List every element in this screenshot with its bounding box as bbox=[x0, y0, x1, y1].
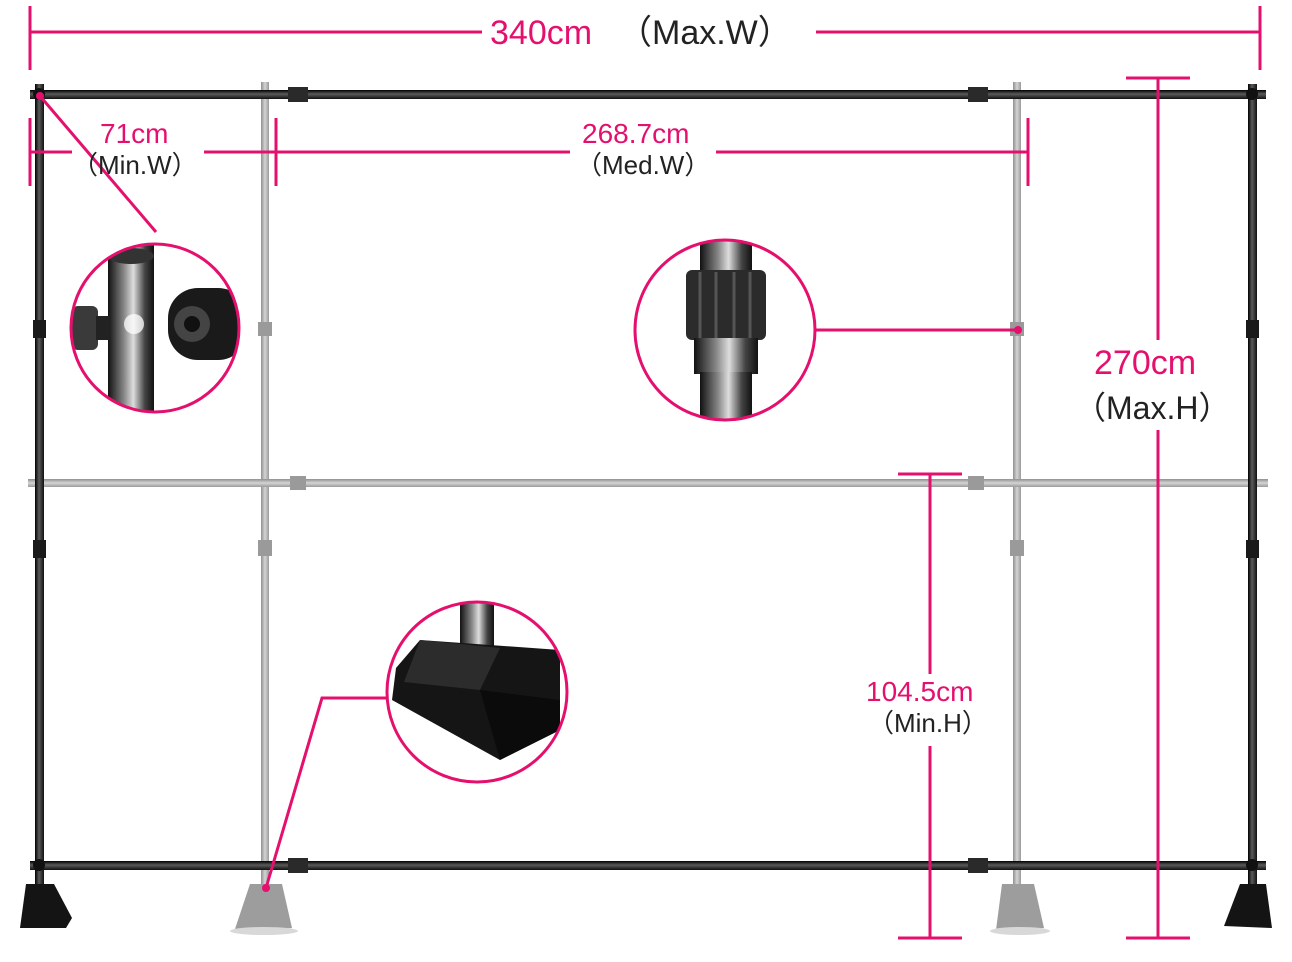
med-width-note: （Med.W） bbox=[576, 150, 711, 180]
max-frame-top-bar bbox=[30, 90, 1266, 99]
max-width-note: （Max.W） bbox=[618, 14, 792, 52]
max-frame-right-foot bbox=[1224, 884, 1272, 928]
max-frame-left-foot bbox=[20, 884, 72, 928]
max-frame-bottom-bar bbox=[30, 861, 1266, 870]
max-frame-left-upright bbox=[35, 84, 44, 890]
min-width-note: （Min.W） bbox=[72, 150, 198, 180]
min-frame-left-foot bbox=[234, 884, 292, 932]
min-height-note: （Min.H） bbox=[868, 708, 988, 738]
telescopic-lock-icon bbox=[633, 238, 817, 422]
min-frame bbox=[28, 82, 1268, 935]
max-height-value: 270cm bbox=[1094, 344, 1197, 382]
min-width-value: 71cm bbox=[100, 118, 169, 149]
max-frame bbox=[20, 84, 1272, 928]
max-width-value: 340cm bbox=[490, 14, 593, 52]
tube-clamp-knob-icon bbox=[69, 242, 241, 414]
max-height-note: （Max.H） bbox=[1074, 390, 1231, 426]
max-frame-right-upright bbox=[1248, 84, 1257, 890]
base-foot-icon bbox=[385, 600, 569, 784]
med-width-value: 268.7cm bbox=[582, 118, 690, 149]
min-height-value: 104.5cm bbox=[866, 676, 974, 707]
min-frame-crossbar bbox=[28, 479, 1268, 487]
min-frame-right-foot bbox=[996, 884, 1044, 930]
dimension-lines bbox=[28, 6, 1262, 940]
